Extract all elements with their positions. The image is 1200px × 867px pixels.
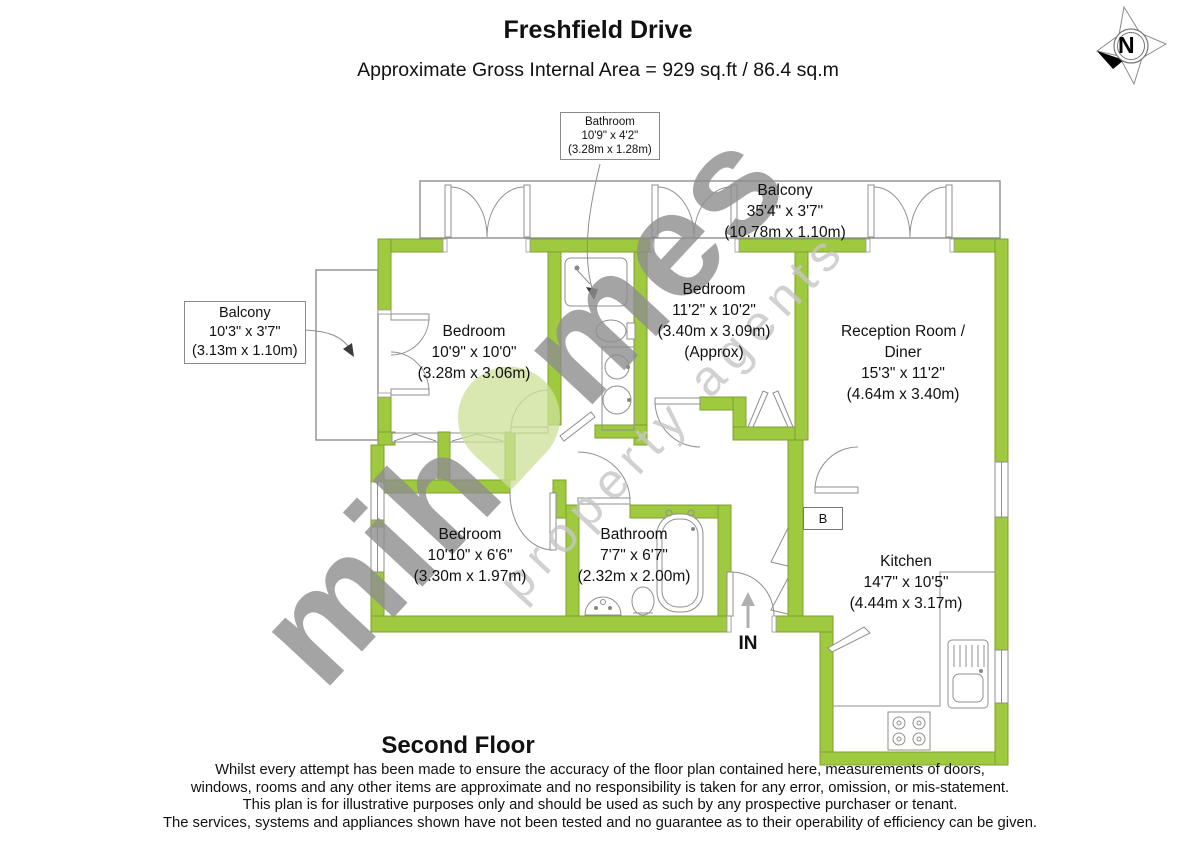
hob-icon xyxy=(887,711,931,751)
disclaimer: Whilst every attempt has been made to en… xyxy=(50,762,1150,832)
page-title: Freshfield Drive xyxy=(503,16,693,44)
floor-label: Second Floor xyxy=(381,732,535,759)
label-reception: Reception Room / Diner 15'3" x 11'2" (4.… xyxy=(840,323,966,403)
kitchen-counter xyxy=(833,571,995,707)
toilet-icon xyxy=(595,319,636,343)
callout-balcony-left: Balcony 10'3" x 3'7" (3.13m x 1.10m) xyxy=(184,301,306,364)
compass-n-label: N xyxy=(1118,32,1135,58)
shower-icon xyxy=(564,257,628,307)
balcony-french-doors xyxy=(444,184,953,238)
callout-leaders xyxy=(303,163,601,357)
bathtub-icon xyxy=(656,509,704,613)
disclaimer-line: windows, rooms and any other items are a… xyxy=(190,779,1010,796)
disclaimer-line: Whilst every attempt has been made to en… xyxy=(215,762,985,778)
closet-doors-icon xyxy=(747,390,794,428)
label-bedroom-left: Bedroom 10'9" x 10'0" (3.28m x 3.06m) xyxy=(417,323,531,382)
entrance-label: IN xyxy=(738,633,758,654)
label-bedroom-bottom: Bedroom 10'10" x 6'6" (3.30m x 1.97m) xyxy=(413,526,527,585)
balcony-outlines xyxy=(315,180,1001,441)
compass-star xyxy=(1095,5,1168,86)
windows xyxy=(370,461,1009,704)
page-subtitle: Approximate Gross Internal Area = 929 sq… xyxy=(357,59,839,81)
boiler-cupboard-label: B xyxy=(803,507,843,530)
sink-icon xyxy=(601,346,635,431)
label-kitchen: Kitchen 14'7" x 10'5" (4.44m x 3.17m) xyxy=(849,553,963,612)
callout-bathroom-top: Bathroom 10'9" x 4'2" (3.28m x 1.28m) xyxy=(560,112,660,160)
compass-north-icon: N xyxy=(1094,4,1170,88)
label-balcony-top: Balcony 35'4" x 3'7" (10.78m x 1.10m) xyxy=(724,182,846,241)
disclaimer-line: The services, systems and appliances sho… xyxy=(162,814,1038,831)
kitchen-sink-icon xyxy=(947,639,989,709)
disclaimer-line: This plan is for illustrative purposes o… xyxy=(242,797,958,814)
entrance-arrow-icon xyxy=(741,592,755,628)
sink-icon-2 xyxy=(584,596,622,616)
hall-cupboard-doors-icon xyxy=(770,527,871,653)
label-bedroom-middle: Bedroom 11'2" x 10'2" (3.40m x 3.09m) (A… xyxy=(657,281,771,361)
label-bathroom: Bathroom 7'7" x 6'7" (2.32m x 2.00m) xyxy=(577,526,691,585)
toilet-icon-2 xyxy=(631,586,655,616)
left-balcony-doors xyxy=(390,313,430,396)
